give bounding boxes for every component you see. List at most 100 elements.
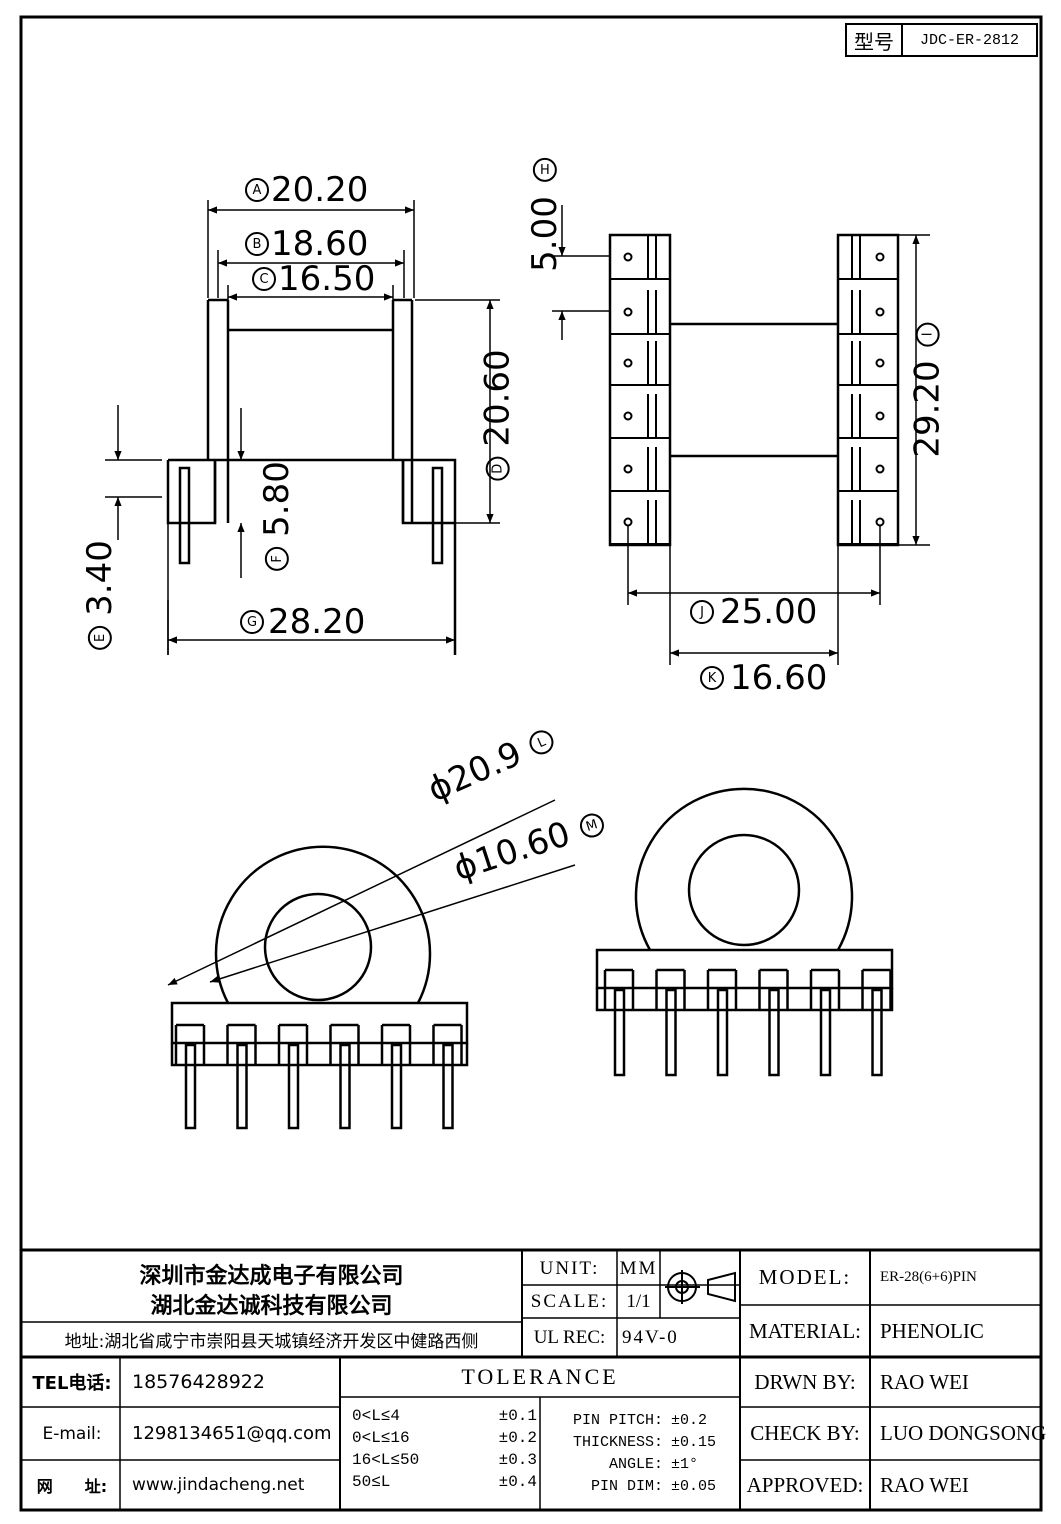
ulrec-value: 94V-0: [622, 1326, 679, 1348]
drawn-by-value: RAO WEI: [880, 1369, 969, 1394]
model-value: ER-28(6+6)PIN: [880, 1269, 977, 1285]
iso-pin: [226, 1023, 257, 1130]
tolerance-value: ±0.4: [498, 1473, 537, 1491]
company-address: 地址:湖北省咸宁市崇阳县天城镇经济开发区中健路西侧: [64, 1332, 479, 1352]
model-label: MODEL:: [758, 1265, 852, 1289]
dim-G: G 28.20: [240, 602, 365, 642]
side-pin-slot: [610, 394, 670, 439]
diameter-dimensions: [167, 799, 576, 986]
pin-hole: [623, 411, 633, 421]
side-pin-slot: [838, 235, 898, 280]
dim-J: J 25.00: [690, 592, 817, 632]
drawing-border: [19, 15, 1043, 1512]
iso-pin: [603, 968, 635, 1077]
side-pin-slot: [610, 290, 670, 335]
iso-pin: [432, 1023, 463, 1130]
dim-E-value: 3.40: [79, 540, 120, 616]
dim-B: B 18.60: [245, 224, 368, 264]
pin-lead: [665, 988, 677, 1077]
pin-slot: [174, 1023, 206, 1065]
pin-lead: [287, 1043, 300, 1130]
pin-hole: [875, 411, 885, 421]
dim-F-value: 5.80: [256, 461, 297, 537]
pin-slot: [809, 968, 841, 1010]
iso-pin: [277, 1023, 309, 1130]
side-pin-slot: [838, 394, 898, 439]
tolerance-title: TOLERANCE: [461, 1364, 619, 1389]
side-pin-slot: [610, 500, 670, 545]
tolerance-spec-name: ANGLE:: [608, 1456, 663, 1473]
iso-pin: [174, 1023, 206, 1130]
web-value: www.jindacheng.net: [132, 1475, 305, 1495]
material-label: MATERIAL:: [749, 1318, 861, 1343]
dim-D: D 20.60: [478, 349, 518, 481]
tolerance-range-row: 0<L≤4±0.1: [352, 1405, 537, 1427]
pin-slot: [603, 968, 635, 1010]
pin-lead: [871, 988, 883, 1077]
tolerance-spec-row: THICKNESS: ±0.15: [543, 1432, 738, 1454]
dim-B-value: 18.60: [271, 224, 369, 264]
pin-lead: [716, 988, 729, 1077]
side-pin-slot: [610, 341, 670, 386]
dim-H: 5.00 H: [525, 158, 565, 272]
pin-slot: [758, 968, 789, 1010]
tolerance-spec-name: THICKNESS:: [572, 1434, 663, 1451]
tolerance-range-row: 50≤L ±0.4: [352, 1471, 537, 1493]
tel-label: TEL电话:: [32, 1373, 112, 1394]
pin-slot: [655, 968, 686, 1010]
dim-H-value: 5.00: [524, 196, 565, 272]
tolerance-spec-row: ANGLE: ±1°: [543, 1454, 738, 1476]
pin-slot: [277, 1023, 309, 1065]
tel-value: 18576428922: [132, 1371, 265, 1393]
pin-lead: [236, 1043, 248, 1130]
side-pin-slot: [838, 341, 898, 386]
iso-view-right: [595, 787, 894, 1012]
dim-C: C 16.50: [252, 259, 376, 299]
unit-value: MM: [619, 1257, 658, 1279]
side-pin-slot: [610, 447, 670, 492]
dim-I-value: 29.20: [907, 360, 948, 458]
projection-symbol: [665, 1270, 736, 1304]
dim-G-value: 28.20: [268, 602, 366, 642]
pin-slot: [861, 968, 892, 1010]
pin-hole: [875, 252, 885, 262]
tolerance-spec-value: ±0.15: [671, 1434, 717, 1451]
side-pin-slot: [838, 447, 898, 492]
dim-K-value: 16.60: [730, 658, 828, 698]
side-pin-slot: [838, 290, 898, 335]
email-label: E-mail:: [42, 1423, 102, 1444]
iso-pin: [329, 1023, 360, 1130]
scale-label: SCALE:: [530, 1290, 609, 1312]
dim-I: 29.20 I: [907, 322, 948, 458]
side-pin-slot: [610, 235, 670, 280]
iso-pin: [380, 1023, 412, 1130]
tolerance-spec-value: ±1°: [671, 1456, 699, 1473]
side-view-pins: [610, 235, 898, 545]
pin-lead: [613, 988, 626, 1077]
front-view-dimensions: [105, 200, 500, 655]
tolerance-spec-row: PIN PITCH:±0.2: [543, 1410, 738, 1432]
pin-hole: [623, 464, 633, 474]
pin-lead: [768, 988, 780, 1077]
dim-J-value: 25.00: [720, 592, 818, 632]
tolerance-spec-value: ±0.05: [671, 1478, 717, 1495]
iso-pin: [809, 968, 841, 1077]
tolerance-spec-value: ±0.2: [671, 1412, 708, 1429]
tolerance-range: 16<L≤50: [352, 1451, 420, 1469]
check-by-label: CHECK BY:: [750, 1421, 860, 1445]
model-number-box: [845, 23, 1038, 57]
pin-hole: [875, 464, 885, 474]
drawn-by-label: DRWN BY:: [754, 1369, 856, 1394]
dim-C-value: 16.50: [278, 259, 376, 299]
iso-view-left-pins: [174, 1023, 463, 1130]
front-view: [166, 298, 457, 655]
pin-slot: [380, 1023, 412, 1065]
approved-value: RAO WEI: [880, 1472, 969, 1497]
pin-slot: [432, 1023, 463, 1065]
pin-slot: [226, 1023, 257, 1065]
dim-E: E 3.40: [80, 540, 120, 650]
tolerance-range: 50≤L: [352, 1473, 391, 1491]
